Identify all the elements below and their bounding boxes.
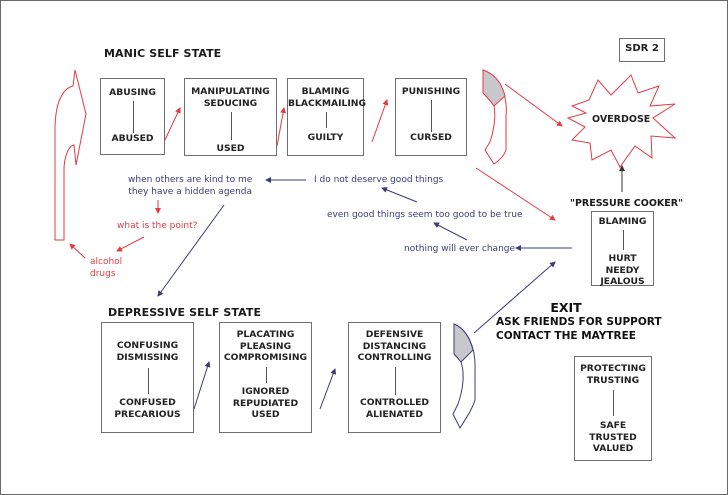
exit-title: EXIT	[550, 300, 582, 315]
pressure-cooker-title: "PRESSURE COOKER"	[570, 198, 684, 209]
box-bottom-text: USED	[216, 143, 245, 154]
manic-box-abusing: ABUSING ABUSED	[100, 78, 165, 155]
exit-line-contact-maytree: CONTACT THE MAYTREE	[496, 330, 636, 342]
thought-nothing-change: nothing will ever change	[404, 244, 516, 254]
exit-section: EXIT ASK FRIENDS FOR SUPPORT CONTACT THE…	[496, 300, 662, 343]
box-bottom-text: CURSED	[410, 132, 452, 143]
box-connector	[132, 101, 134, 133]
thought-what-is-the-point: what is the point?	[117, 221, 198, 231]
depressive-section-title: DEPRESSIVE SELF STATE	[108, 306, 262, 319]
box-bottom-text: ABUSED	[111, 133, 154, 144]
box-top-text: BLAMING	[598, 216, 647, 227]
thought-do-not-deserve: I do not deserve good things	[314, 175, 444, 185]
manic-box-punishing: PUNISHING CURSED	[395, 78, 467, 156]
exit-line-ask-friends: ASK FRIENDS FOR SUPPORT	[496, 316, 662, 328]
box-connector	[265, 367, 267, 383]
box-top-text: PUNISHING	[401, 86, 461, 97]
sdr-badge: SDR 2	[619, 38, 665, 62]
box-connector	[622, 230, 624, 250]
overdose-label: OVERDOSE	[592, 114, 651, 125]
sdr-badge-label: SDR 2	[625, 43, 659, 54]
box-connector	[230, 112, 232, 140]
manic-section-title: MANIC SELF STATE	[104, 47, 222, 60]
thought-too-good: even good things seem too good to be tru…	[327, 210, 523, 220]
box-bottom-text: GUILTY	[307, 132, 344, 143]
box-connector	[147, 368, 149, 394]
box-top-text: ABUSING	[109, 87, 156, 98]
box-connector	[394, 367, 396, 395]
box-connector	[431, 100, 432, 132]
box-connector	[613, 390, 614, 416]
box-connector	[325, 112, 327, 128]
